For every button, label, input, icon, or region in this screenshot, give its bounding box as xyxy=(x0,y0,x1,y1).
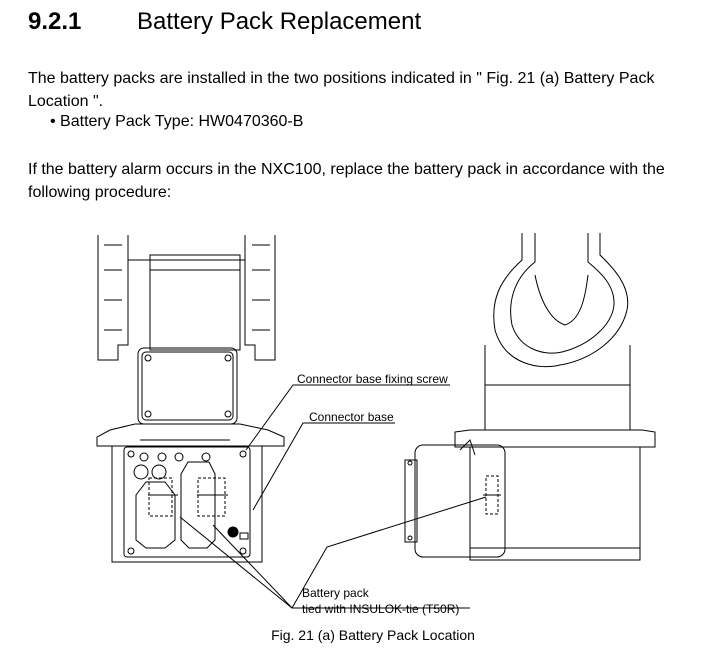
label-connector-base: Connector base xyxy=(309,410,394,424)
label-battery-pack: Battery pack xyxy=(302,586,370,600)
label-insulok-tie: tied with INSULOK-tie (T50R) xyxy=(302,602,459,616)
label-connector-base-fixing-screw: Connector base fixing screw xyxy=(297,372,448,386)
leader-lines xyxy=(179,384,487,609)
section-heading: 9.2.1 Battery Pack Replacement xyxy=(28,8,421,36)
robot-front-view xyxy=(96,235,285,563)
section-number: 9.2.1 xyxy=(28,8,82,35)
section-title: Battery Pack Replacement xyxy=(137,8,422,35)
robot-side-view xyxy=(404,233,656,561)
intro-paragraph: The battery packs are installed in the t… xyxy=(28,70,655,110)
battery-type-bullet: • Battery Pack Type: HW0470360-B xyxy=(50,113,304,130)
procedure-paragraph: If the battery alarm occurs in the NXC10… xyxy=(28,161,665,201)
figure-caption: Fig. 21 (a) Battery Pack Location xyxy=(271,627,475,643)
